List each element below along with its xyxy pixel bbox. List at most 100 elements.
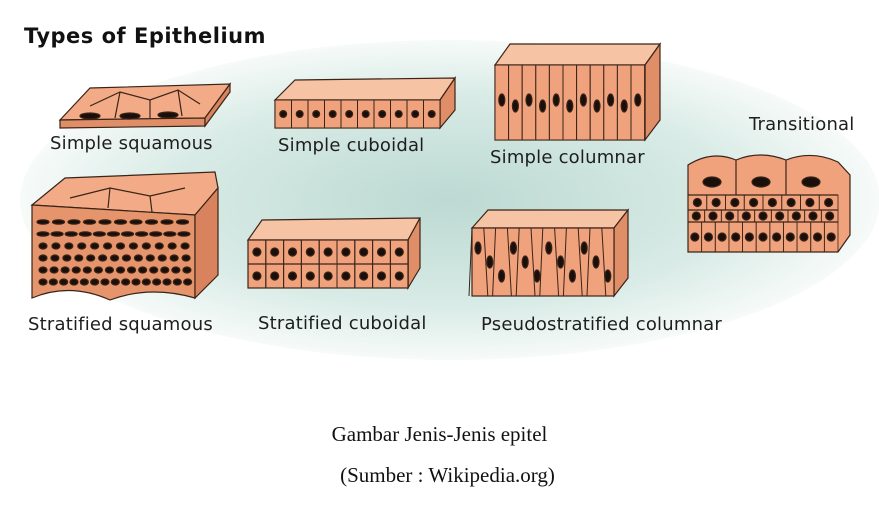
nucleus: [113, 219, 128, 225]
nucleus: [149, 266, 159, 274]
nucleus: [749, 197, 759, 208]
nucleus: [359, 271, 369, 281]
nucleus: [64, 231, 78, 237]
nucleus: [121, 254, 132, 262]
nucleus: [160, 266, 170, 274]
cell-border: [492, 227, 497, 297]
nucleus: [129, 219, 143, 225]
nucleus: [182, 266, 192, 274]
nucleus: [126, 266, 137, 274]
nucleus: [498, 93, 506, 107]
pseudostratified-columnar-illustration: [468, 208, 630, 298]
cell-border: [586, 227, 591, 297]
nucleus: [359, 247, 369, 257]
nucleus: [376, 271, 387, 281]
epithelium-illustration: [20, 40, 879, 360]
nucleus: [92, 231, 106, 237]
nucleus: [279, 109, 288, 118]
nucleus: [825, 211, 835, 221]
nucleus: [593, 99, 601, 113]
stratified-cuboidal-illustration: [246, 217, 422, 291]
nucleus: [826, 232, 836, 242]
nucleus: [51, 242, 61, 250]
nucleus: [568, 269, 577, 283]
nucleus: [270, 271, 280, 281]
nucleus: [135, 231, 149, 237]
cell: [823, 221, 839, 253]
nucleus: [79, 112, 101, 120]
nucleus: [394, 271, 404, 281]
nucleus: [270, 247, 280, 257]
caption-source: (Sumber : Wikipedia.org): [340, 463, 555, 487]
label-stratified-cuboidal: Stratified cuboidal: [258, 313, 427, 334]
nucleus: [86, 254, 96, 262]
nucleus: [71, 266, 81, 274]
label-pseudostratified-columnar: Pseudostratified columnar: [481, 314, 723, 335]
nucleus: [38, 254, 48, 262]
nucleus: [579, 93, 588, 107]
nucleus: [64, 242, 74, 250]
nucleus: [48, 278, 58, 286]
nucleus: [50, 254, 60, 262]
nucleus: [287, 247, 298, 257]
nucleus: [341, 247, 351, 257]
nucleus: [708, 211, 718, 221]
nucleus: [157, 254, 167, 262]
nucleus: [133, 254, 143, 262]
nucleus: [106, 231, 121, 237]
nucleus: [115, 242, 126, 250]
nucleus: [580, 241, 588, 255]
nucleus: [50, 231, 64, 237]
nucleus: [110, 278, 120, 286]
nucleus: [378, 109, 387, 118]
nucleus: [36, 231, 50, 237]
nucleus: [692, 197, 702, 208]
nucleus: [772, 232, 782, 242]
label-simple-cuboidal: Simple cuboidal: [278, 135, 425, 156]
nucleus: [69, 278, 79, 286]
nucleus: [376, 247, 387, 257]
nucleus: [38, 278, 48, 286]
nucleus: [305, 247, 315, 257]
nucleus: [167, 242, 177, 250]
nucleus: [51, 219, 66, 225]
nucleus: [786, 197, 796, 208]
nucleus: [791, 211, 801, 221]
nucleus: [49, 266, 59, 274]
nucleus: [252, 247, 262, 257]
nucleus: [74, 254, 84, 262]
nucleus: [394, 109, 403, 118]
nucleus: [305, 271, 315, 281]
nucleus: [474, 241, 482, 255]
nucleus: [731, 232, 741, 242]
nucleus: [115, 266, 126, 274]
nucleus: [82, 266, 92, 274]
nucleus: [181, 254, 191, 262]
nucleus: [38, 266, 48, 274]
nucleus: [808, 211, 818, 221]
nucleus: [162, 278, 172, 286]
cell-border: [515, 227, 520, 297]
nucleus: [169, 254, 179, 262]
nucleus: [604, 269, 612, 283]
nucleus: [805, 197, 815, 208]
nucleus: [141, 278, 151, 286]
nucleus: [312, 109, 321, 118]
nucleus: [145, 254, 155, 262]
nucleus: [758, 211, 768, 221]
nucleus: [552, 93, 560, 107]
diagram-title: Types of Epithelium: [24, 24, 267, 48]
simple-cuboidal-illustration: [273, 76, 457, 130]
nucleus: [38, 242, 48, 250]
nucleus: [703, 232, 714, 242]
nucleus: [62, 254, 72, 262]
transitional-illustration: [687, 154, 851, 253]
nucleus: [717, 232, 727, 242]
nucleus: [767, 197, 777, 208]
nucleus: [741, 211, 751, 221]
cell: [389, 263, 409, 289]
caption-title: Gambar Jenis-Jenis epitel: [331, 422, 548, 446]
nucleus: [109, 254, 120, 262]
nucleus: [725, 211, 735, 221]
label-simple-squamous: Simple squamous: [50, 133, 213, 154]
